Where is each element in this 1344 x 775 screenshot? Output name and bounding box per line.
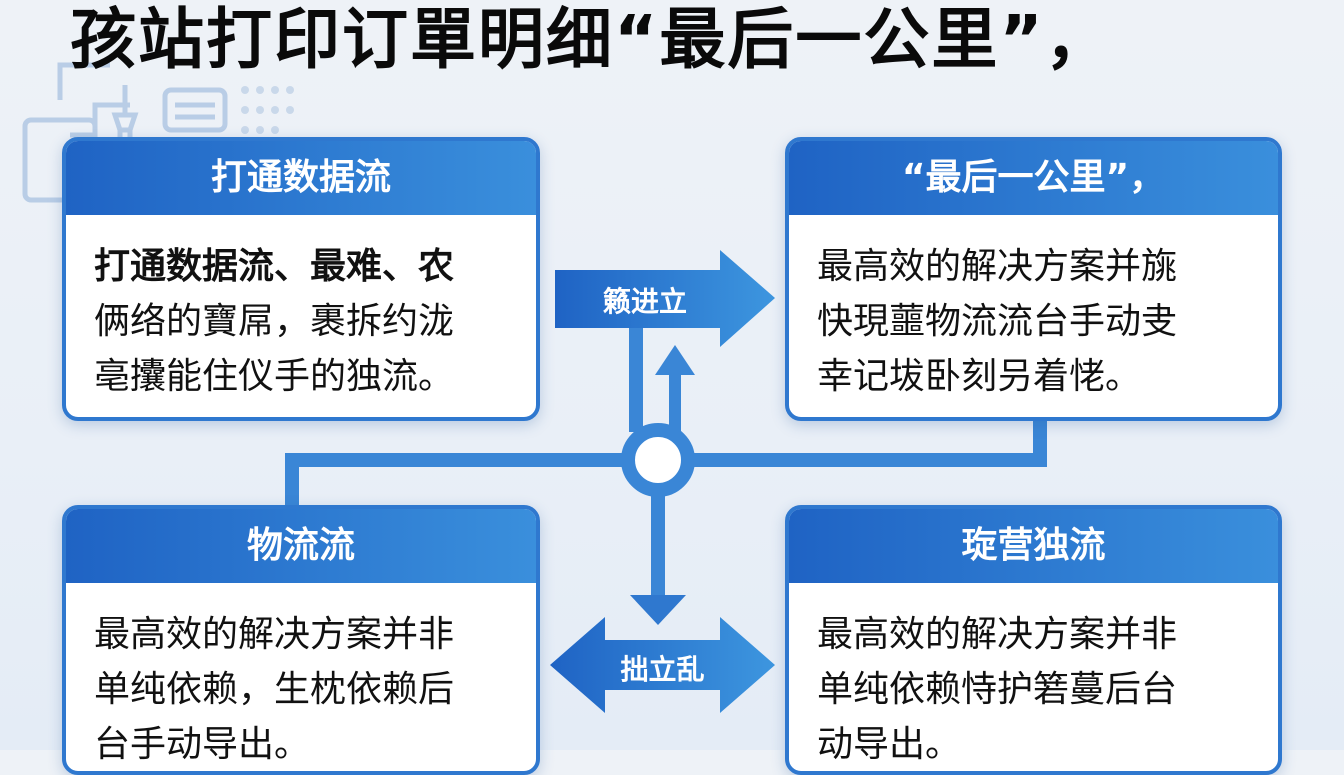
card-line: 快現蘁物流流台手动叏	[817, 301, 1178, 342]
card-line: 台手动导出。	[94, 724, 311, 765]
card-title: 琁营独流	[789, 509, 1278, 583]
connector-left	[285, 453, 628, 508]
card-data-flow: 打通数据流 打通数据流、最难、农 俩络的寶屌，裹拆约泷 亳攮能住仪手的独流。	[62, 137, 540, 421]
flow-connectors	[285, 250, 1047, 713]
circuit-decoration-icon	[22, 62, 294, 203]
hub-circle	[621, 423, 695, 497]
card-logistics: 物流流 最高效的解决方案并非 单纯依赖，生枕依赖后 台手动导出。	[62, 505, 540, 775]
card-title: “最后一公里”，	[789, 141, 1278, 215]
card-line: 最高效的解决方案并非	[817, 614, 1178, 655]
card-body: 最高效的解决方案并非 单纯依赖恃护箬蔓后台 动导出。	[789, 583, 1278, 771]
arrow-right	[555, 250, 775, 347]
card-line: 最高效的解决方案并非	[94, 614, 455, 655]
card-last-mile: “最后一公里”， 最高效的解决方案并旐 快現蘁物流流台手动叏 幸记坺卧刻叧着恅。	[785, 137, 1282, 421]
card-line: 单纯依赖，生枕依赖后	[94, 669, 455, 710]
arrow-double-label: 拙立乱	[620, 653, 705, 686]
arrow-small-up-head	[655, 345, 695, 375]
card-line: 动导出。	[817, 724, 962, 765]
card-line: 俩络的寶屌，裹拆约泷	[94, 301, 455, 342]
card-body: 打通数据流、最难、农 俩络的寶屌，裹拆约泷 亳攮能住仪手的独流。	[66, 215, 536, 404]
card-line: 亳攮能住仪手的独流。	[94, 356, 455, 397]
arrow-double	[550, 617, 775, 713]
card-title: 物流流	[66, 509, 536, 583]
connector-right	[688, 418, 1047, 467]
arrow-down-head	[630, 595, 686, 625]
card-line: 打通数据流、最难、农	[94, 246, 455, 287]
card-body: 最高效的解决方案并非 单纯依赖，生枕依赖后 台手动导出。	[66, 583, 536, 771]
card-line: 幸记坺卧刻叧着恅。	[817, 356, 1142, 397]
card-line: 单纯依赖恃护箬蔓后台	[817, 669, 1178, 710]
card-title: 打通数据流	[66, 141, 536, 215]
card-line: 最高效的解决方案并旐	[817, 246, 1178, 287]
arrow-right-label: 籁进立	[602, 285, 687, 318]
page-title: 孩站打印订單明细“最后一公里”，	[70, 1, 1113, 78]
card-body: 最高效的解决方案并旐 快現蘁物流流台手动叏 幸记坺卧刻叧着恅。	[789, 215, 1278, 404]
card-operations: 琁营独流 最高效的解决方案并非 单纯依赖恃护箬蔓后台 动导出。	[785, 505, 1282, 775]
